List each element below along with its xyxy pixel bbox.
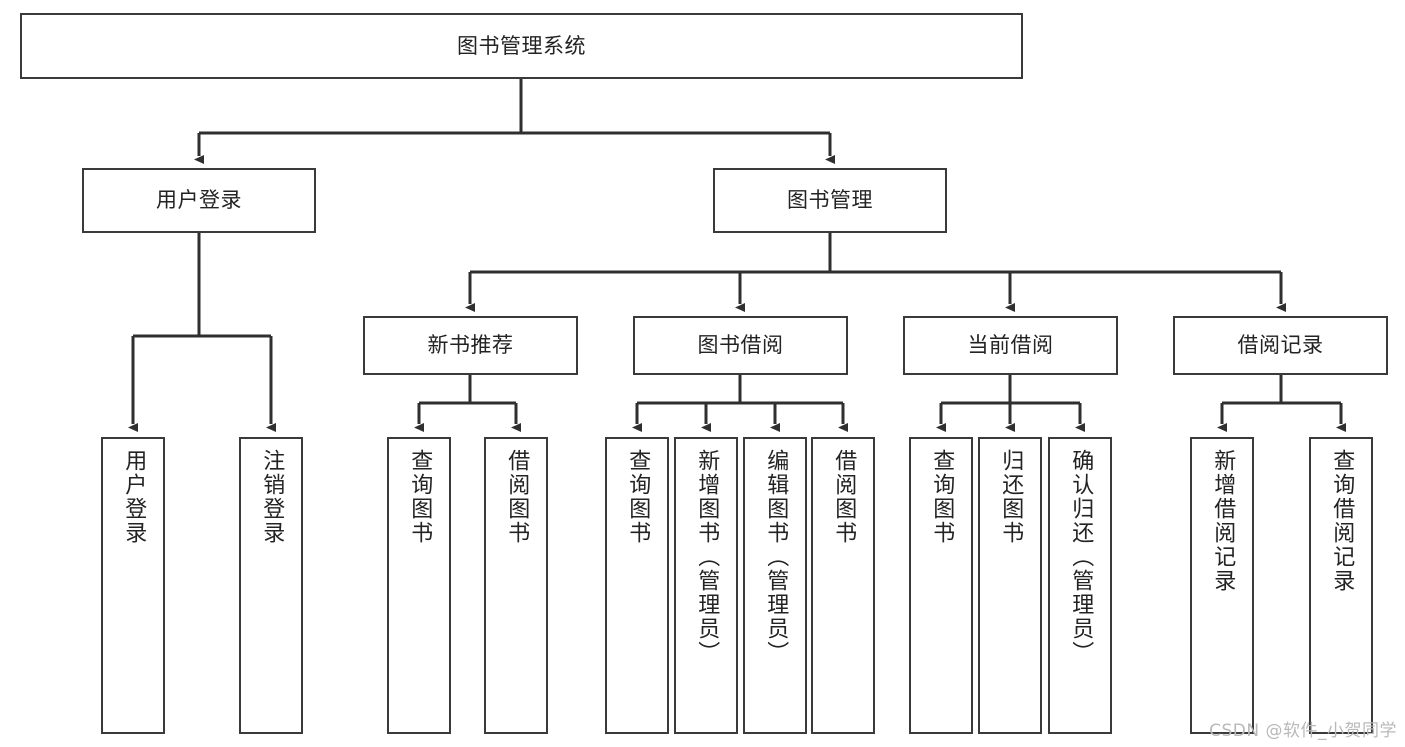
node-leaf-query-borrow-record[interactable]: 查询借阅记录 bbox=[1309, 437, 1373, 734]
node-leaf-borrow-book[interactable]: 借阅图书 bbox=[811, 437, 875, 734]
node-borrow-record[interactable]: 借阅记录 bbox=[1173, 316, 1388, 375]
node-leaf-query-book-current-label: 查询图书 bbox=[929, 449, 955, 545]
node-leaf-query-book-recommend-label: 查询图书 bbox=[407, 449, 433, 545]
node-current-borrow-label: 当前借阅 bbox=[967, 333, 1054, 358]
node-user-login-label: 用户登录 bbox=[156, 188, 242, 213]
node-new-book-recommend[interactable]: 新书推荐 bbox=[363, 316, 578, 375]
node-leaf-add-book-admin[interactable]: 新增图书（管理员） bbox=[674, 437, 738, 734]
node-root-system[interactable]: 图书管理系统 bbox=[20, 13, 1023, 79]
node-user-login[interactable]: 用户登录 bbox=[82, 168, 316, 233]
node-leaf-borrow-book-recommend-label: 借阅图书 bbox=[504, 449, 530, 545]
node-current-borrow[interactable]: 当前借阅 bbox=[903, 316, 1118, 375]
node-leaf-borrow-book-label: 借阅图书 bbox=[831, 449, 857, 545]
node-leaf-user-login-label: 用户登录 bbox=[121, 449, 147, 545]
node-leaf-query-book-current[interactable]: 查询图书 bbox=[909, 437, 973, 734]
node-leaf-logout-label: 注销登录 bbox=[259, 449, 285, 545]
node-leaf-add-book-admin-label: 新增图书（管理员） bbox=[694, 449, 720, 665]
node-leaf-query-book-borrow-label: 查询图书 bbox=[625, 449, 651, 545]
node-book-borrow-label: 图书借阅 bbox=[697, 333, 784, 358]
node-borrow-record-label: 借阅记录 bbox=[1237, 333, 1324, 358]
node-book-management[interactable]: 图书管理 bbox=[713, 168, 947, 233]
node-leaf-query-borrow-record-label: 查询借阅记录 bbox=[1329, 449, 1355, 593]
node-book-management-label: 图书管理 bbox=[787, 188, 873, 213]
node-leaf-add-borrow-record-label: 新增借阅记录 bbox=[1210, 449, 1236, 593]
node-new-book-recommend-label: 新书推荐 bbox=[427, 333, 514, 358]
node-leaf-borrow-book-recommend[interactable]: 借阅图书 bbox=[484, 437, 548, 734]
node-leaf-query-book-borrow[interactable]: 查询图书 bbox=[605, 437, 669, 734]
node-leaf-confirm-return-admin-label: 确认归还（管理员） bbox=[1068, 449, 1094, 665]
node-leaf-logout[interactable]: 注销登录 bbox=[239, 437, 303, 734]
node-leaf-edit-book-admin-label: 编辑图书（管理员） bbox=[763, 449, 789, 665]
node-leaf-query-book-recommend[interactable]: 查询图书 bbox=[387, 437, 451, 734]
node-root-system-label: 图书管理系统 bbox=[457, 33, 586, 58]
node-leaf-return-book[interactable]: 归还图书 bbox=[978, 437, 1042, 734]
node-leaf-confirm-return-admin[interactable]: 确认归还（管理员） bbox=[1048, 437, 1112, 734]
node-book-borrow[interactable]: 图书借阅 bbox=[633, 316, 848, 375]
csdn-watermark: CSDN @软件_小贺同学 bbox=[1209, 721, 1397, 741]
node-leaf-edit-book-admin[interactable]: 编辑图书（管理员） bbox=[743, 437, 807, 734]
node-leaf-add-borrow-record[interactable]: 新增借阅记录 bbox=[1190, 437, 1254, 734]
node-leaf-user-login[interactable]: 用户登录 bbox=[101, 437, 165, 734]
node-leaf-return-book-label: 归还图书 bbox=[998, 449, 1024, 545]
